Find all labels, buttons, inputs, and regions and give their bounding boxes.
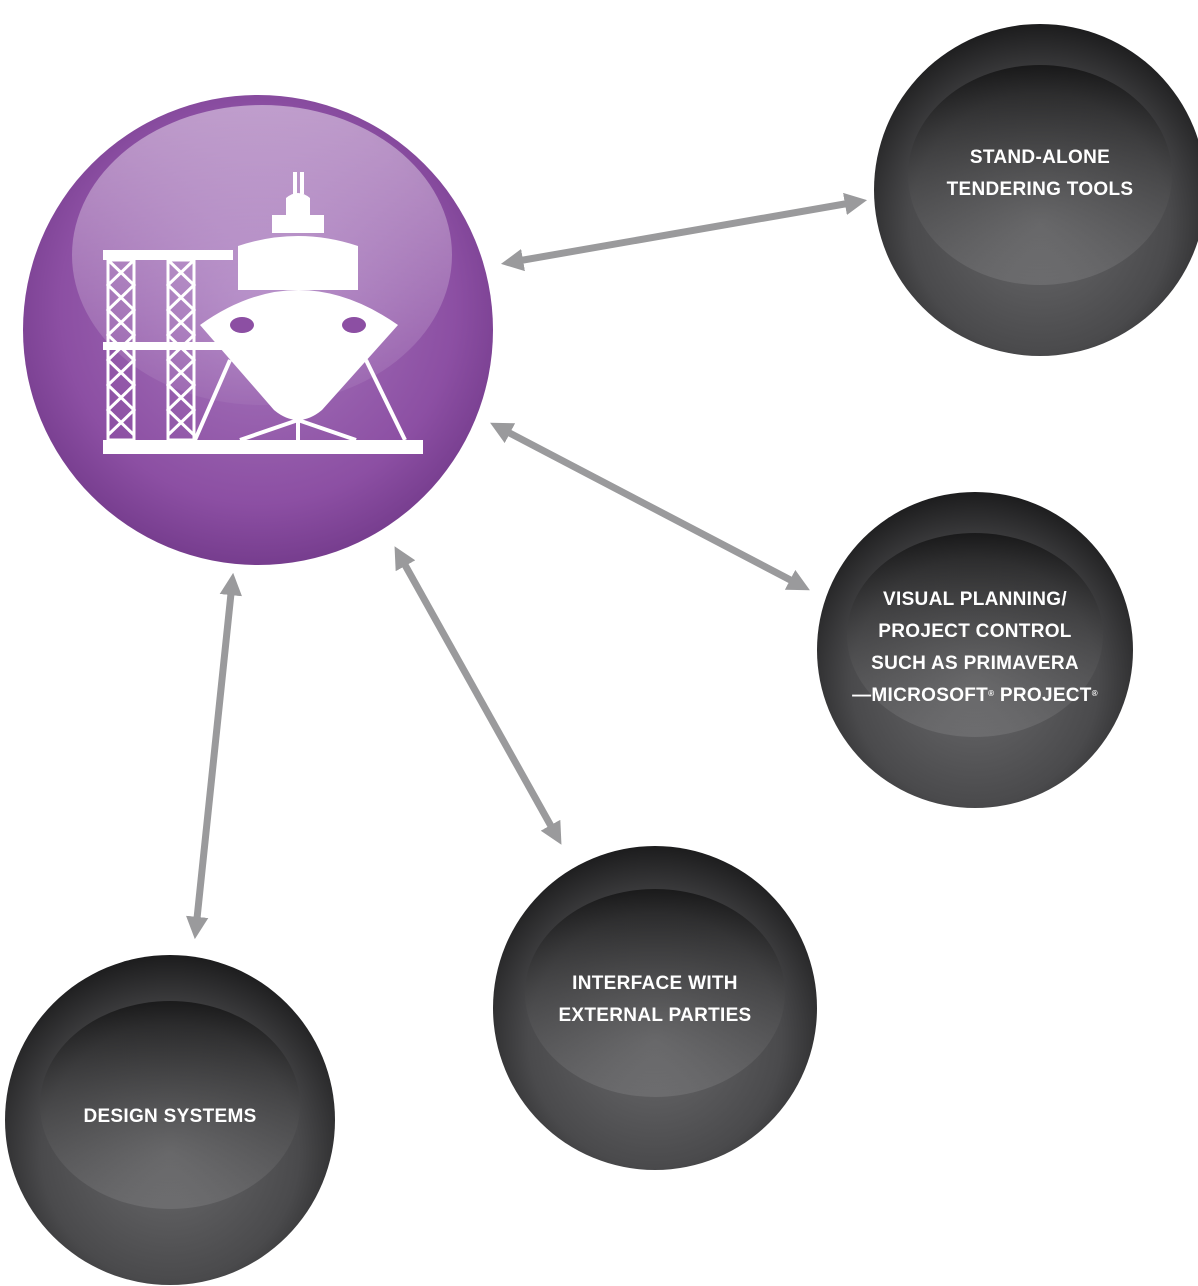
node-planning — [817, 492, 1133, 808]
node-tendering — [874, 24, 1198, 356]
arrow-hub-external — [394, 546, 562, 845]
registered-mark: ® — [988, 689, 995, 698]
tendering-label-line-2: TENDERING TOOLS — [946, 179, 1134, 200]
planning-label-line-2: PROJECT CONTROL — [878, 621, 1072, 642]
node-design — [5, 955, 335, 1285]
planning-label-line-4b: PROJECT — [994, 685, 1092, 706]
registered-mark: ® — [1091, 689, 1098, 698]
planning-label: VISUAL PLANNING/ PROJECT CONTROL SUCH AS… — [852, 578, 1098, 718]
planning-label-line-3: SUCH AS PRIMAVERA — [871, 653, 1079, 674]
external-label: INTERFACE WITH EXTERNAL PARTIES — [535, 960, 775, 1040]
planning-label-line-4: —MICROSOFT® PROJECT® — [852, 680, 1098, 712]
arrow-hub-planning — [490, 422, 810, 591]
shipyard-ship-crane-icon — [103, 172, 423, 454]
node-external — [493, 846, 817, 1170]
tendering-label-line-1: STAND-ALONE — [969, 147, 1111, 168]
arrow-hub-tendering — [500, 192, 868, 272]
external-label-line-1: INTERFACE WITH — [572, 973, 738, 994]
design-label-line-1: DESIGN SYSTEMS — [83, 1106, 257, 1127]
external-label-line-2: EXTERNAL PARTIES — [558, 1005, 752, 1026]
tendering-label: STAND-ALONE TENDERING TOOLS — [940, 124, 1140, 224]
planning-label-line-4a: —MICROSOFT — [852, 685, 989, 706]
design-label: DESIGN SYSTEMS — [50, 1097, 290, 1137]
planning-label-line-1: VISUAL PLANNING/ — [883, 589, 1067, 610]
arrow-hub-design — [186, 572, 242, 940]
